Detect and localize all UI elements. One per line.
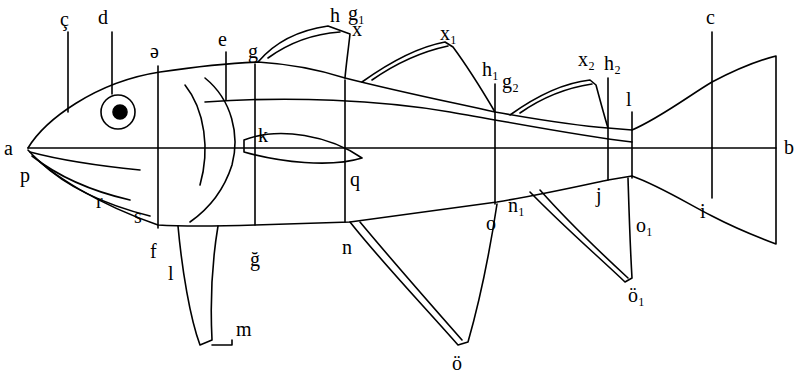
leader-line: [212, 340, 232, 345]
fin-ray: [540, 190, 628, 278]
measure-line: [157, 66, 159, 228]
measure-line: [67, 32, 69, 112]
point-label: s: [134, 205, 142, 227]
point-label: o₁: [636, 214, 653, 236]
point-label: l: [626, 88, 632, 110]
point-label: ğ: [250, 248, 260, 270]
fin-ray: [360, 222, 462, 340]
jaw-line: [40, 162, 150, 216]
anal-fin: [350, 204, 497, 345]
point-label: n₁: [508, 194, 525, 216]
point-label: d: [98, 6, 108, 28]
operculum: [190, 78, 235, 222]
point-label: n: [342, 236, 352, 258]
point-label: h₂: [604, 52, 621, 74]
measure-line: [711, 148, 713, 198]
point-label: o: [486, 212, 496, 234]
dorsal-fin: [510, 80, 608, 128]
point-label: ö: [452, 352, 462, 374]
pupil: [113, 105, 127, 119]
point-label: g₂: [502, 70, 519, 92]
point-label: ç: [60, 8, 69, 30]
point-label: c: [706, 6, 715, 28]
measure-line: [111, 32, 113, 94]
measure-line: [225, 52, 227, 100]
body-outline: [28, 150, 632, 226]
point-label: x₁: [440, 22, 457, 44]
measure-line: [711, 32, 713, 148]
fin-ray: [520, 84, 592, 113]
point-label: l: [168, 262, 174, 284]
point-label: b: [784, 136, 794, 158]
point-label: r: [96, 190, 103, 212]
point-label: h₁: [482, 58, 499, 80]
measure-line: [344, 80, 346, 222]
measure-line: [254, 64, 256, 225]
pelvic-fin: [178, 226, 218, 345]
operculum: [185, 85, 205, 185]
jaw-line: [32, 156, 130, 200]
point-label: h: [330, 4, 340, 26]
fin-ray: [372, 46, 448, 80]
body-axis: [28, 147, 776, 149]
lateral-line: [205, 99, 632, 142]
point-label: p: [20, 164, 30, 186]
point-label: a: [4, 137, 13, 159]
point-label: m: [236, 318, 252, 340]
point-label: ə: [150, 40, 159, 62]
measure-line: [494, 84, 496, 204]
dorsal-fin: [258, 26, 350, 78]
point-label: k: [258, 124, 268, 146]
dorsal-fin: [362, 42, 495, 112]
point-label: ö₁: [628, 284, 645, 306]
point-label: g: [248, 40, 258, 62]
anal-fin: [530, 178, 632, 282]
peduncle-line: [631, 112, 633, 178]
point-label: f: [150, 240, 157, 262]
point-label: e: [218, 28, 227, 50]
eye: [101, 95, 135, 129]
point-label: j: [596, 184, 602, 206]
point-label: x₂: [578, 48, 595, 70]
fin-ray: [268, 32, 340, 58]
point-label: i: [700, 200, 706, 222]
body-outline: [28, 62, 632, 148]
caudal-fin: [632, 56, 776, 244]
point-label: x: [352, 18, 362, 40]
point-label: q: [350, 168, 360, 190]
measure-line: [607, 78, 609, 180]
